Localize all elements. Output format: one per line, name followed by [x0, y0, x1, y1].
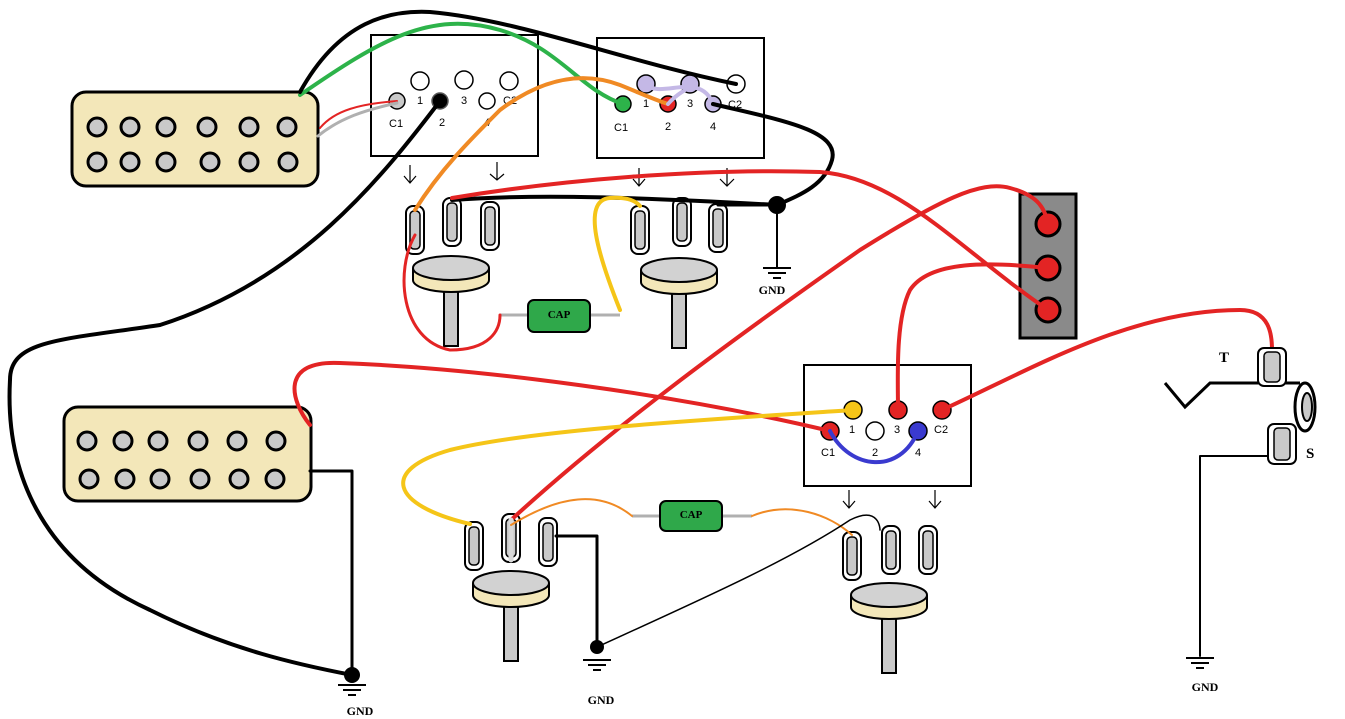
cap-bridge-label: CAP: [680, 509, 703, 521]
jack-sleeve-lug: [1267, 423, 1297, 465]
output-jack: T S: [1163, 347, 1317, 465]
gnd-label-left: GND: [347, 704, 374, 718]
s2-label-2: 2: [665, 121, 671, 133]
bridge-pickup-poles: [76, 430, 287, 490]
s3-label-4: 4: [915, 447, 921, 459]
switch-1: C1 1 2 3 4 C2: [370, 34, 539, 157]
ground-left: GND: [337, 684, 374, 718]
s1-label-1: 1: [417, 95, 423, 107]
neck-pickup: [70, 90, 320, 188]
wires: [7, 9, 1274, 677]
jack-sleeve-label: S: [1306, 446, 1314, 462]
s1-label-c1: C1: [389, 118, 403, 130]
s1-label-2: 2: [439, 117, 445, 129]
s2-label-c1: C1: [614, 122, 628, 134]
volume-pot-neck: [405, 197, 500, 347]
cap-neck: CAP: [500, 299, 620, 333]
neck-pickup-poles: [86, 116, 299, 173]
s3-label-1: 1: [849, 424, 855, 436]
junctions: [344, 196, 786, 683]
cap-neck-label: CAP: [548, 309, 571, 321]
tone-pot-neck: [630, 197, 728, 349]
ground-middle: GND: [582, 659, 615, 707]
gnd-label-top: GND: [759, 283, 786, 297]
s2-label-3: 3: [687, 98, 693, 110]
bridge-pickup: [62, 405, 313, 503]
ground-jack: GND: [1185, 657, 1219, 694]
switch-3: C1 1 2 3 4 C2: [803, 364, 972, 487]
s2-label-1: 1: [643, 98, 649, 110]
cap-bridge: CAP: [632, 500, 752, 532]
s3-label-2: 2: [872, 447, 878, 459]
s2-label-4: 4: [710, 121, 716, 133]
ground-top: GND: [759, 267, 792, 297]
s3-label-c1: C1: [821, 447, 835, 459]
s3-label-3: 3: [894, 424, 900, 436]
s1-label-3: 3: [461, 95, 467, 107]
tone-pot-bridge: [842, 525, 938, 674]
jack-tip-label: T: [1219, 350, 1229, 366]
jack-tip-lug: [1257, 347, 1287, 387]
s3-label-c2: C2: [934, 424, 948, 436]
gnd-label-middle: GND: [588, 693, 615, 707]
gnd-label-jack: GND: [1192, 680, 1219, 694]
